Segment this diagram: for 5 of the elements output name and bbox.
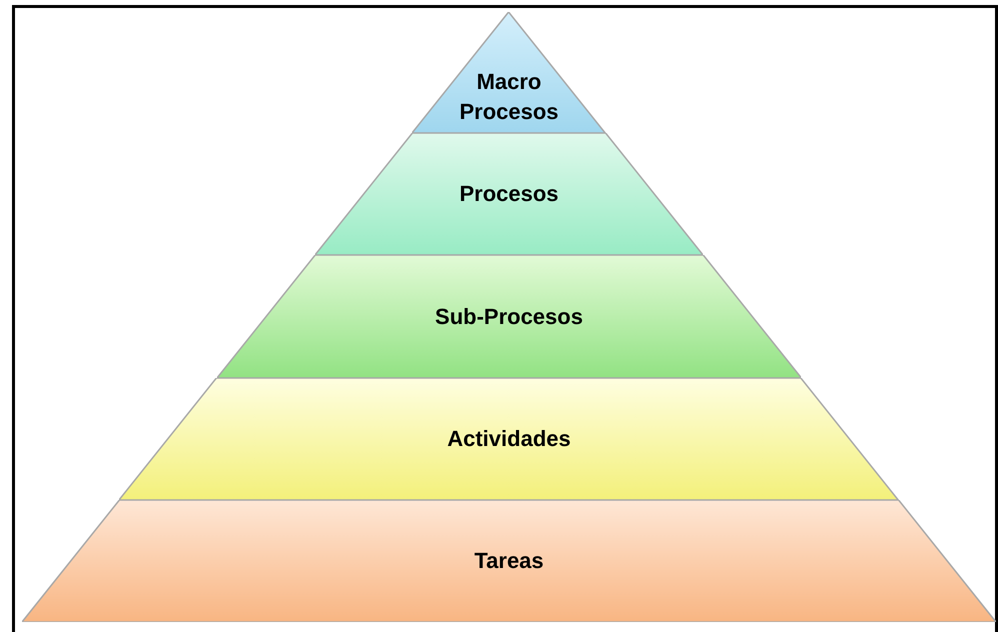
layer-label: Actividades [447, 425, 571, 453]
layer-label: Tareas [474, 547, 544, 575]
layer-label: Sub-Procesos [435, 302, 583, 330]
layer-label: Procesos [459, 180, 559, 208]
layer-label: Macro Procesos [458, 68, 560, 126]
